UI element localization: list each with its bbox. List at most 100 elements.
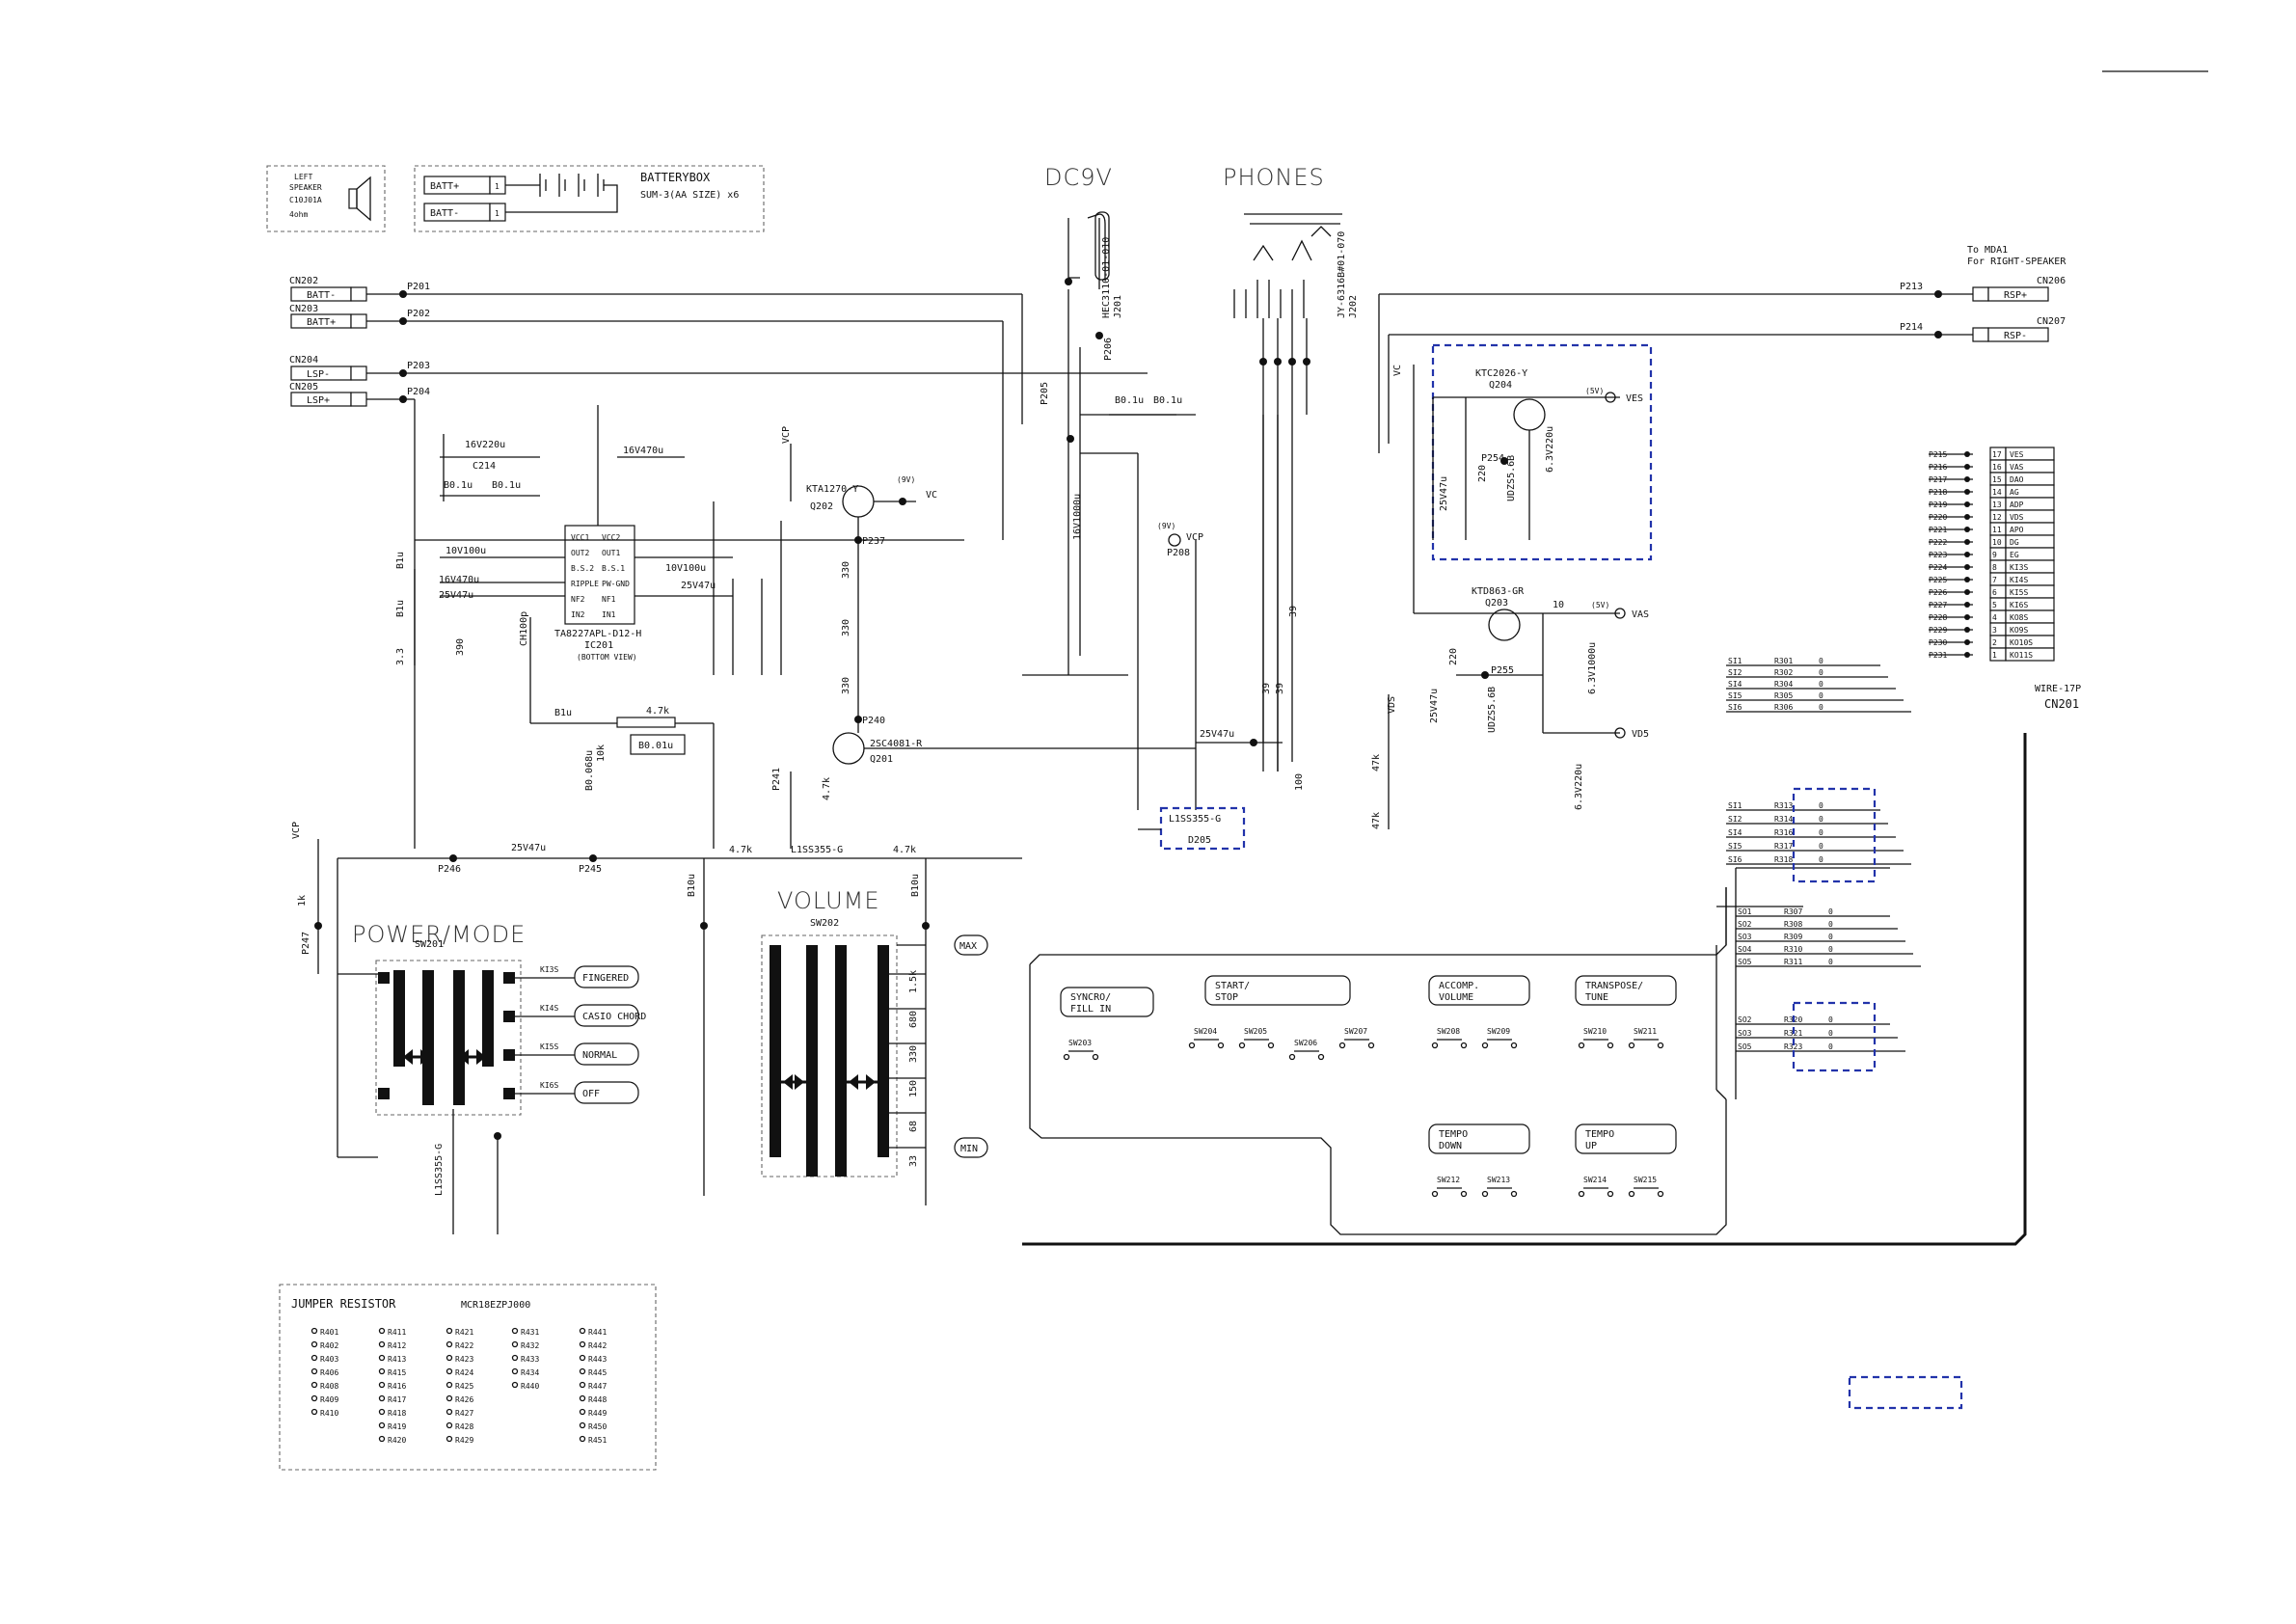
jumper-resistor-value: 0 [1819, 828, 1823, 837]
svg-text:P208: P208 [1167, 548, 1190, 558]
pm-mode-button[interactable] [574, 965, 639, 988]
jumper-title: JUMPER RESISTOR [291, 1297, 396, 1311]
cn201-node: P215 [1929, 450, 1947, 459]
switch-ref: SW207 [1344, 1027, 1367, 1036]
cn201-pin-num: 5 [1992, 601, 1997, 609]
svg-text:220: 220 [1448, 648, 1459, 665]
q204-regulator-block: KTC2026-Y Q204 (5V) VES 220 25V47u UDZS5… [1392, 343, 1653, 561]
cn201-pin-signal: KI6S [2010, 601, 2028, 609]
svg-text:B0.1u: B0.1u [1115, 395, 1144, 406]
svg-text:P247: P247 [301, 932, 311, 955]
svg-text:J201: J201 [1113, 295, 1123, 318]
cn201-title: CN201 [2044, 697, 2079, 711]
batt-plus-label: BATT+ [430, 181, 459, 192]
panel-button[interactable] [1575, 975, 1677, 1006]
cn201-pin-signal: AG [2010, 488, 2019, 497]
svg-text:25V47u: 25V47u [1429, 689, 1440, 723]
cn201-pin-signal: KO10S [2010, 638, 2033, 647]
jumper-resistor-value: 0 [1828, 907, 1833, 916]
ic-ref: IC201 [584, 640, 613, 651]
cn201-pin-num: 16 [1992, 463, 2002, 472]
jumper-item: R417 [388, 1395, 406, 1404]
power-mode-title: POWER/MODE [352, 921, 526, 948]
svg-text:47k: 47k [1371, 754, 1382, 771]
svg-text:330: 330 [841, 561, 851, 579]
svg-text:16V1000u: 16V1000u [1072, 494, 1083, 540]
scan-line-label: SO2 [1738, 920, 1752, 929]
svg-text:SW202: SW202 [810, 918, 839, 929]
svg-text:VCP: VCP [1186, 532, 1203, 543]
jumper-item: R427 [455, 1409, 473, 1418]
right-connectors: To MDA1 For RIGHT-SPEAKER CN206 RSP+ CN2… [1379, 245, 2066, 342]
svg-text:L1SS355-G: L1SS355-G [1169, 814, 1221, 825]
scan-line-label: SO3 [1738, 933, 1752, 941]
svg-text:(9V): (9V) [1157, 522, 1175, 530]
svg-text:6.3V1000u: 6.3V1000u [1587, 642, 1598, 694]
jumper-resistor-value: 0 [1819, 815, 1823, 824]
panel-button[interactable] [1428, 975, 1530, 1006]
left-connectors: CN202 BATT- CN203 BATT+ CN204 LSP- CN205… [289, 276, 1148, 407]
svg-text:P203: P203 [407, 361, 430, 371]
cn201-pin-num: 14 [1992, 488, 2002, 497]
panel-button-label: TRANSPOSE/ [1585, 981, 1643, 991]
vol-min-label: MIN [960, 1144, 978, 1154]
jumper-item: R420 [388, 1436, 406, 1445]
switch-ref: SW208 [1437, 1027, 1460, 1036]
cn201-node: P228 [1929, 613, 1947, 622]
svg-text:25V47u: 25V47u [1200, 729, 1234, 740]
panel-button[interactable] [1060, 987, 1154, 1017]
cn201-pin-signal: ADP [2010, 501, 2024, 509]
svg-text:P255: P255 [1491, 665, 1514, 676]
jumper-item: R402 [320, 1341, 338, 1350]
cn201-pin-signal: KO9S [2010, 626, 2028, 635]
cn201-pin-signal: VDS [2010, 513, 2024, 522]
panel-button-label: TEMPO [1439, 1129, 1468, 1140]
switch-ref: SW214 [1583, 1176, 1607, 1184]
svg-text:VAS: VAS [1632, 609, 1649, 620]
panel-button-label: ACCOMP. [1439, 981, 1479, 991]
scan-line-label: SI5 [1728, 691, 1742, 700]
ic-pin-right: B.S.1 [602, 564, 625, 573]
pm-mode-button[interactable] [574, 1081, 639, 1104]
jumper-resistor-value: 0 [1828, 1029, 1833, 1038]
pm-mode-button[interactable] [574, 1042, 639, 1066]
jumper-item: R440 [521, 1382, 539, 1391]
pm-mode-button[interactable] [574, 1004, 639, 1027]
svg-text:25V47u: 25V47u [439, 590, 473, 601]
svg-text:1: 1 [495, 182, 500, 191]
svg-text:B10u: B10u [910, 874, 921, 897]
left-speaker-block: LEFT SPEAKER C10J01A 4ohm [266, 165, 386, 232]
cn201-node: P230 [1929, 638, 1947, 647]
jumper-item: R413 [388, 1355, 406, 1364]
battery-icon [505, 174, 618, 213]
cn204-label: LSP- [307, 369, 330, 380]
jumper-item: R416 [388, 1382, 406, 1391]
pm-mode-label: OFF [582, 1089, 600, 1099]
svg-text:L1SS355-G: L1SS355-G [434, 1144, 445, 1196]
panel-button[interactable] [1428, 1123, 1530, 1154]
cn201-pin-num: 17 [1992, 450, 2002, 459]
ic-pin-left: RIPPLE [571, 580, 599, 588]
batt-minus-label: BATT- [430, 208, 459, 219]
ic-pin-left: IN2 [571, 610, 585, 619]
pm-key-line: KI3S [540, 965, 558, 974]
jumper-item: R450 [588, 1422, 607, 1431]
svg-text:HEC3110-01-010: HEC3110-01-010 [1101, 237, 1112, 318]
switch-ref: SW215 [1634, 1176, 1657, 1184]
jumper-resistor-block: JUMPER RESISTOR MCR18EZPJ000 R401R402R40… [279, 1284, 657, 1471]
panel-button[interactable] [1575, 1123, 1677, 1154]
panel-button[interactable] [1204, 975, 1351, 1006]
switch-ref: SW203 [1068, 1039, 1092, 1047]
vol-max-label: MAX [959, 941, 977, 952]
panel-button-label: FILL IN [1070, 1004, 1111, 1015]
jumper-item: R421 [455, 1328, 473, 1337]
jumper-item: R431 [521, 1328, 539, 1337]
svg-text:P240: P240 [862, 716, 885, 726]
switch-ref: SW206 [1294, 1039, 1317, 1047]
svg-text:(5V): (5V) [1585, 387, 1604, 395]
pm-key-line: KI5S [540, 1042, 558, 1051]
svg-text:CN206: CN206 [2037, 276, 2066, 286]
scan-line-label: SI4 [1728, 828, 1742, 837]
jumper-item: R445 [588, 1368, 607, 1377]
